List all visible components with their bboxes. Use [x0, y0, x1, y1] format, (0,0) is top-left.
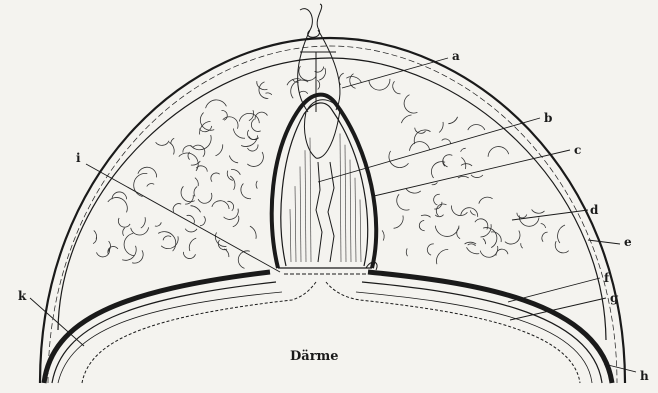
label-d: d — [590, 203, 599, 217]
intestines-caption: Därme — [290, 349, 339, 364]
label-e: e — [624, 235, 632, 249]
label-f: f — [604, 271, 610, 285]
label-i: i — [76, 151, 81, 165]
label-a: a — [452, 49, 460, 63]
label-c: c — [574, 143, 581, 157]
label-b: b — [544, 111, 552, 125]
label-k: k — [18, 289, 27, 303]
label-g: g — [610, 291, 619, 305]
label-h: h — [640, 369, 649, 383]
